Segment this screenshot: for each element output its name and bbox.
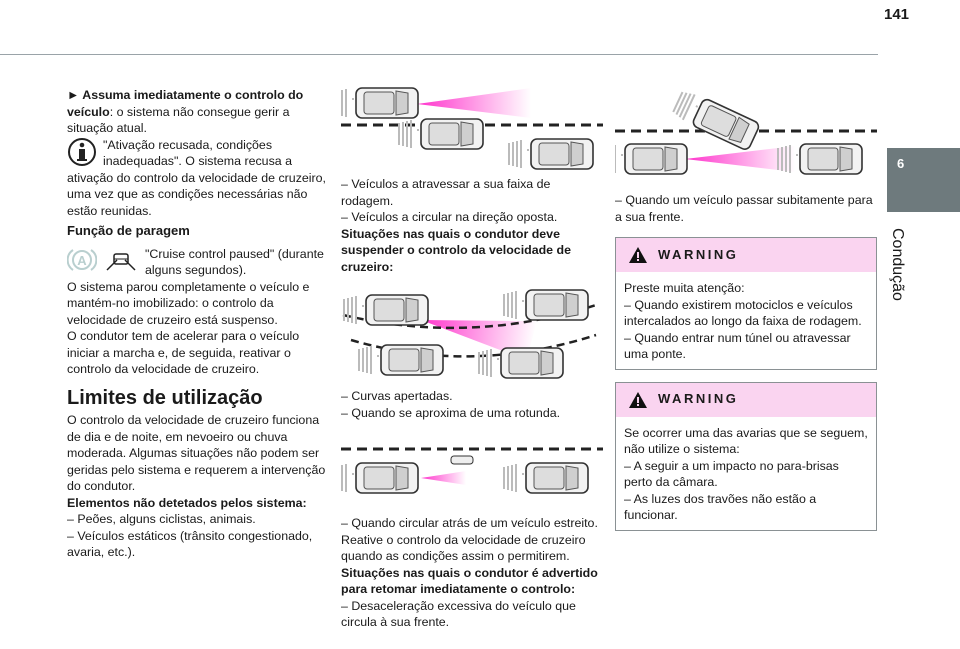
svg-text:A: A bbox=[77, 253, 87, 268]
stop-heading: Função de paragem bbox=[67, 223, 190, 238]
stop-message: "Cruise control paused" (durante alguns … bbox=[145, 246, 324, 278]
warning-1-line-3: – Quando entrar num túnel ou atravessar … bbox=[624, 330, 851, 362]
reactivate-text: Reative o controlo da velocidade de cruz… bbox=[341, 532, 586, 564]
page-number: 141 bbox=[884, 6, 910, 23]
right-item-1: – Quando um veículo passar subitamente p… bbox=[615, 193, 873, 224]
middle-item-5: – Quando circular atrás de um veículo es… bbox=[341, 516, 598, 530]
middle-item-3: – Curvas apertadas. bbox=[341, 389, 453, 403]
header-divider bbox=[0, 54, 878, 55]
narrow-vehicle-illustration bbox=[341, 447, 603, 494]
motorcycle-icon bbox=[450, 455, 474, 465]
middle-item-6: – Desaceleração excessiva do veículo que… bbox=[341, 598, 576, 630]
info-icon bbox=[68, 137, 96, 166]
right-column: – Quando um veículo passar subitamente p… bbox=[615, 84, 877, 531]
chapter-number: 6 bbox=[897, 156, 905, 171]
undetected-item-2: – Veículos estáticos (trânsito congestio… bbox=[67, 528, 313, 560]
warning-1-line-1: Preste muita atenção: bbox=[624, 281, 745, 295]
suspend-heading: Situações nas quais o condutor deve susp… bbox=[341, 226, 571, 274]
limits-paragraph: O controlo da velocidade de cruzeiro fun… bbox=[67, 413, 326, 493]
crossing-vehicles-illustration bbox=[341, 87, 603, 170]
warning-1-line-2: – Quando existirem motociclos e veículos… bbox=[624, 297, 862, 329]
chapter-title: Condução bbox=[889, 228, 906, 301]
left-column: ► Assuma imediatamente o controlo do veí… bbox=[67, 87, 329, 561]
warning-box-2: WARNING Se ocorrer uma das avarias que s… bbox=[615, 381, 877, 531]
info-text: "Ativação recusada, condições inadequada… bbox=[67, 137, 326, 218]
warned-heading: Situações nas quais o condutor é adverti… bbox=[341, 565, 598, 597]
auto-hold-icon: A bbox=[67, 248, 97, 271]
intro-bold: ► Assuma imediatamente o controlo do veí… bbox=[67, 88, 304, 119]
warning-2-line-2: – A seguir a um impacto no para-brisas p… bbox=[624, 458, 839, 490]
undetected-heading: Elementos não detetados pelos sistema: bbox=[67, 495, 307, 510]
warning-title: WARNING bbox=[658, 246, 739, 262]
intro-text: : o sistema não consegue gerir a situaçã… bbox=[67, 104, 290, 136]
middle-item-1: – Veículos a atravessar a sua faixa de r… bbox=[341, 177, 551, 208]
warning-box-1: WARNING Preste muita atenção: – Quando e… bbox=[615, 237, 877, 370]
sharp-curve-illustration bbox=[342, 289, 597, 379]
warning-title: WARNING bbox=[658, 391, 739, 407]
middle-item-2: – Veículos a circular na direção oposta. bbox=[341, 210, 558, 224]
warning-triangle-icon bbox=[629, 247, 647, 263]
cruise-paused-car-icon bbox=[106, 252, 136, 271]
warning-2-line-3: – As luzes dos travões não estão a funci… bbox=[624, 491, 817, 523]
cut-in-illustration bbox=[615, 87, 877, 175]
undetected-item-1: – Peões, alguns ciclistas, animais. bbox=[67, 512, 256, 526]
chapter-tab[interactable]: 6 bbox=[887, 148, 960, 212]
warning-2-line-1: Se ocorrer uma das avarias que se seguem… bbox=[624, 425, 868, 457]
stop-paragraph-1: O sistema parou completamente o veículo … bbox=[67, 279, 310, 327]
limits-heading: Limites de utilização bbox=[67, 386, 263, 409]
middle-item-4: – Quando se aproxima de uma rotunda. bbox=[341, 405, 561, 420]
warning-triangle-icon bbox=[629, 391, 647, 408]
middle-column: – Veículos a atravessar a sua faixa de r… bbox=[341, 84, 603, 631]
stop-paragraph-2: O condutor tem de acelerar para o veícul… bbox=[67, 329, 300, 376]
